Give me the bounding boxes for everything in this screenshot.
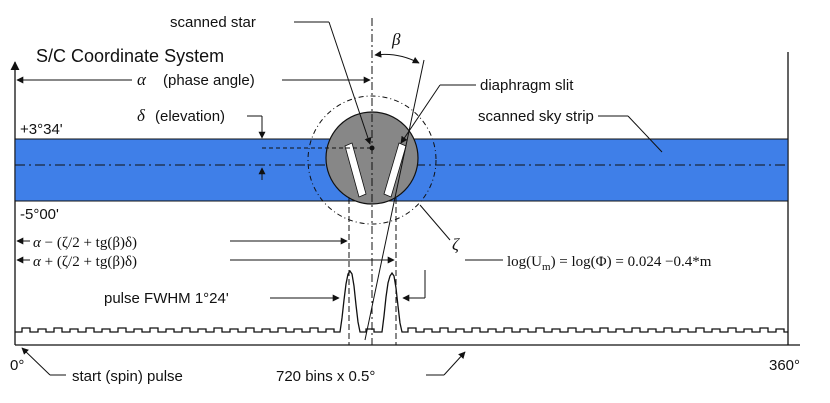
alpha-plus-equation: α + (ζ/2 + tg(β)δ) — [33, 254, 137, 270]
start-pulse-label: start (spin) pulse — [72, 368, 183, 385]
beta-arc — [374, 50, 420, 64]
alpha-minus-equation: α − (ζ/2 + tg(β)δ) — [33, 235, 137, 251]
axis-end-label: 360° — [769, 357, 800, 374]
scan-circle — [307, 95, 437, 225]
bins-arrow — [443, 351, 466, 376]
bins-label: 720 bins x 0.5° — [276, 368, 375, 385]
slit-extension-line — [364, 59, 425, 341]
sky-strip-leader-2 — [627, 115, 663, 153]
upper-bound-label: +3°34' — [20, 121, 63, 138]
log-formula: log(Um) = log(Φ) = 0.024 −0.4*m — [507, 254, 712, 273]
elevation-label: (elevation) — [155, 108, 225, 125]
start-pulse-arrow — [21, 347, 51, 376]
left-slit — [344, 142, 367, 198]
zeta-leader — [419, 204, 451, 241]
sky-strip-label: scanned sky strip — [478, 108, 594, 125]
scanned-star-arrow — [328, 21, 372, 145]
diaphragm-slit-label: diaphragm slit — [480, 77, 574, 94]
axis-start-label: 0° — [10, 357, 24, 374]
alpha-symbol: α — [137, 70, 147, 89]
diaphragm-arrow — [400, 84, 441, 144]
pulse-fwhm-label: pulse FWHM 1°24' — [104, 290, 229, 307]
diagram-title: S/C Coordinate System — [36, 46, 224, 66]
scanned-star-label: scanned star — [170, 14, 256, 31]
zeta-label: ζ — [452, 235, 460, 254]
delta-symbol: δ — [137, 106, 146, 125]
right-slit — [383, 142, 407, 198]
pulse-signal — [15, 269, 788, 333]
beta-label: β — [391, 30, 401, 49]
phase-angle-label: (phase angle) — [163, 72, 255, 89]
lower-bound-label: -5°00' — [20, 206, 59, 223]
